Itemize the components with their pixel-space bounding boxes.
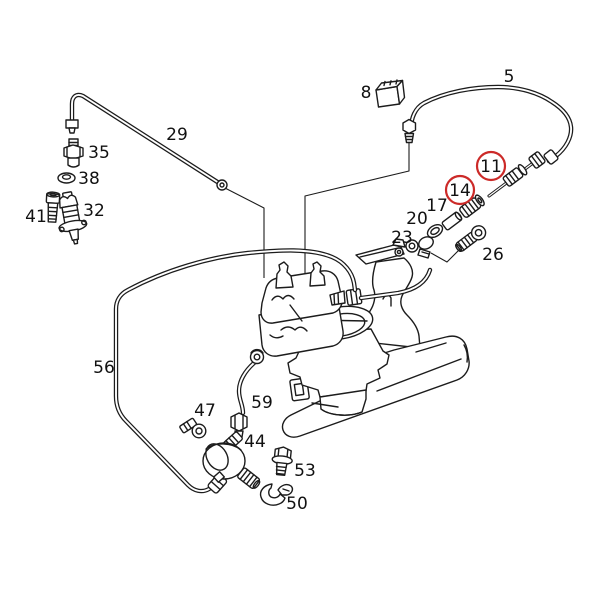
part-label-14: 14 [449, 181, 471, 201]
part-label-41: 41 [25, 207, 47, 227]
part-label-56: 56 [93, 358, 115, 378]
part-26-screw [455, 225, 487, 253]
part-20-oring [426, 223, 444, 239]
part-label-38: 38 [78, 169, 100, 189]
part-35-fitting [63, 138, 84, 168]
part-label-47: 47 [194, 401, 216, 421]
highlighted-callouts: 11 14 [444, 150, 507, 206]
part-label-53: 53 [294, 461, 316, 481]
part-label-32: 32 [83, 201, 105, 221]
part-label-26: 26 [482, 245, 504, 265]
leader-lines [222, 143, 462, 279]
part-label-50: 50 [286, 494, 308, 514]
part-label-44: 44 [244, 432, 266, 452]
highlight-circle-11 [475, 150, 507, 182]
part-label-5: 5 [504, 67, 515, 87]
part-11-valve-rod [487, 151, 546, 198]
fuel-pipe-29 [65, 95, 228, 191]
part-17-bushing [441, 211, 463, 231]
part-53-bolt [271, 446, 293, 477]
part-labels: 29 35 38 41 32 8 5 17 20 23 26 56 47 59 … [25, 67, 514, 514]
part-label-59: 59 [251, 393, 273, 413]
part-label-20: 20 [406, 209, 428, 229]
part-38-washer [57, 172, 76, 184]
part-label-17: 17 [426, 196, 448, 216]
pipe-59 [230, 348, 265, 438]
highlight-circle-14 [444, 174, 476, 206]
part-50-clamp [259, 483, 294, 506]
part-47-banjo-bolt [179, 417, 207, 439]
hose-to-manifold [358, 267, 433, 301]
part-label-11: 11 [480, 157, 502, 177]
part-23-bracket [405, 236, 434, 259]
part-44-pressure-regulator [202, 431, 261, 490]
part-label-23: 23 [391, 228, 413, 248]
part-label-29: 29 [166, 125, 188, 145]
part-label-35: 35 [88, 143, 110, 163]
part-label-8: 8 [361, 83, 372, 103]
part-41-bolt [45, 191, 61, 223]
fuel-distributor [258, 261, 363, 357]
part-32-injector [58, 191, 88, 245]
fuel-hose-5 [402, 87, 571, 165]
part-8-box [375, 79, 406, 108]
